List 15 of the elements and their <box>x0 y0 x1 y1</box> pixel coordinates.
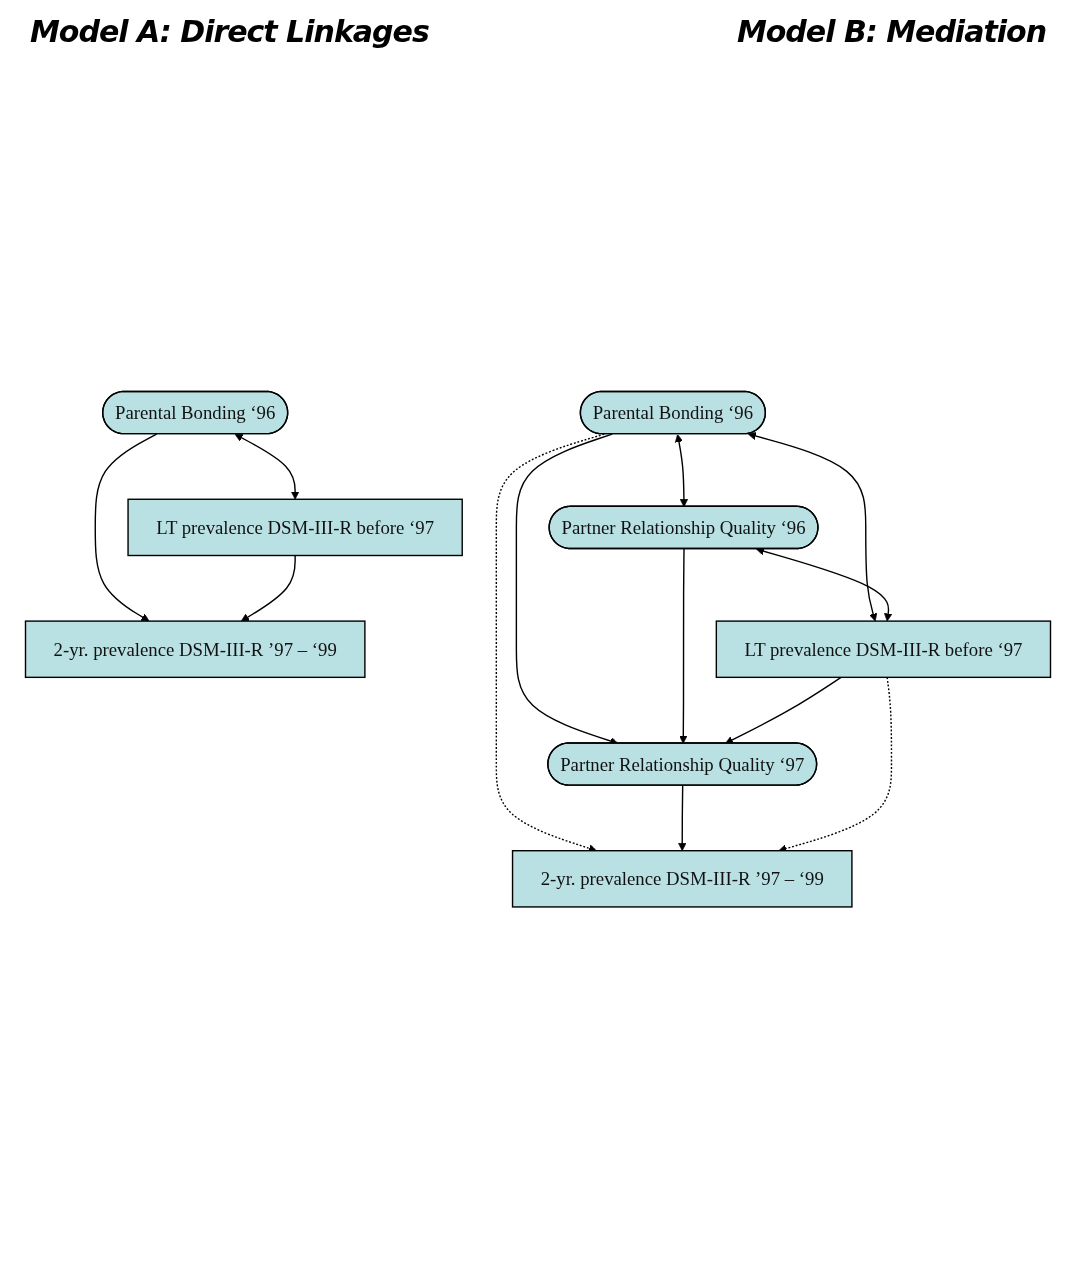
model-heading: Model B: Mediation <box>736 14 1046 49</box>
arrow <box>94 433 158 622</box>
node-box <box>127 498 463 556</box>
arrow <box>725 676 842 744</box>
arrow <box>674 433 689 507</box>
arrow <box>679 548 688 744</box>
arrow <box>240 554 296 622</box>
arrow <box>747 431 878 622</box>
model-heading: Model A: Direct Linkages <box>30 14 429 49</box>
arrow <box>678 784 687 851</box>
node-box <box>511 849 853 908</box>
node-box <box>715 620 1052 678</box>
path-diagram: Parental Bonding ‘96 Parental Bonding ‘96 LT prevalence DSM-III-R before ‘97 Partner Relationship Quality ‘96 2-yr. prevalence DSM-III-R ’97 – ‘99 LT prevalence DSM-III-R before ‘97 Partner Relationship Quality ‘97 2-yr. prevalence DSM-III-R ’97 – ‘99 <box>18 383 1058 915</box>
arrow <box>234 433 300 500</box>
node-box <box>24 620 366 678</box>
